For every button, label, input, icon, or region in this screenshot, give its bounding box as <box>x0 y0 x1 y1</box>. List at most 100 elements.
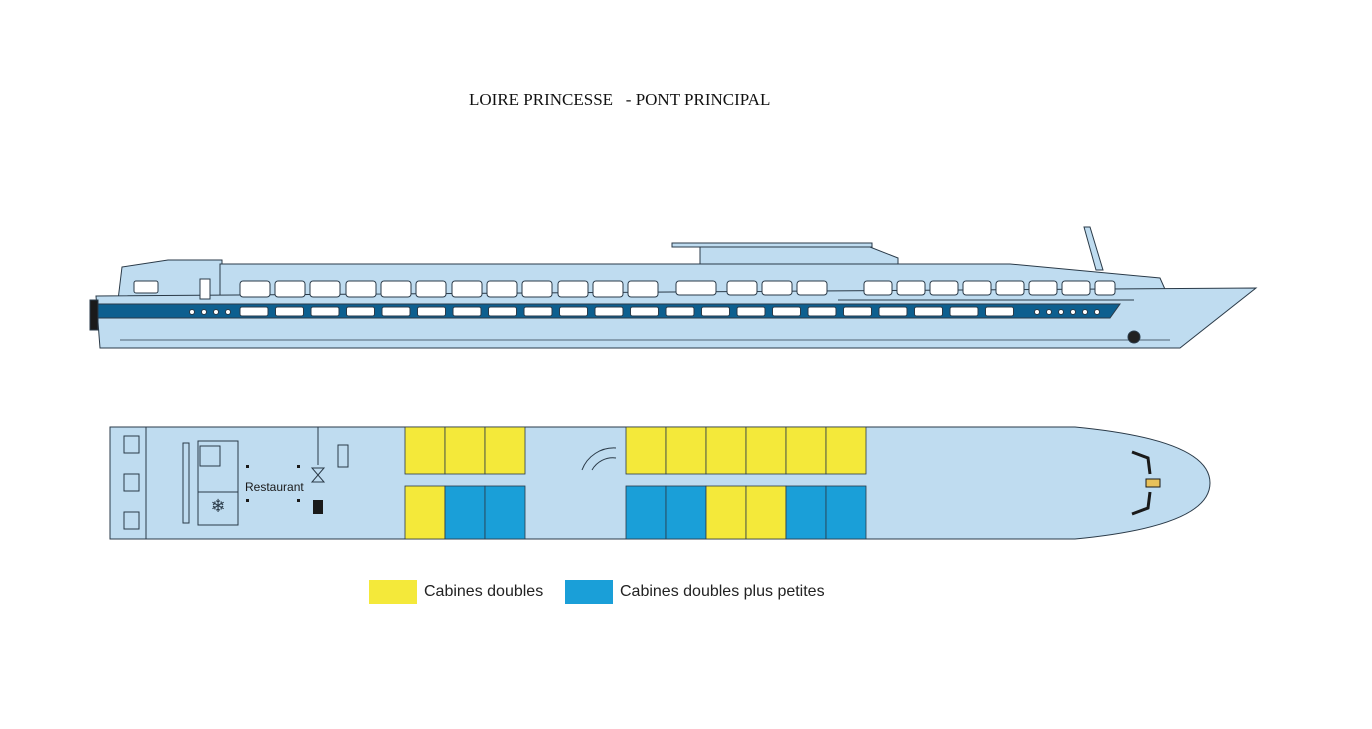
window <box>521 280 553 298</box>
aft-door <box>199 278 211 300</box>
cabin-small <box>825 485 867 540</box>
porthole <box>1070 309 1076 315</box>
window <box>239 280 271 298</box>
upper-window-row <box>239 280 1116 298</box>
porthole <box>488 306 517 317</box>
aft-window <box>133 280 159 294</box>
porthole <box>559 306 588 317</box>
anchor-icon <box>1127 330 1141 344</box>
legend-swatch-small <box>565 580 613 604</box>
porthole <box>310 306 340 317</box>
porthole <box>843 306 872 317</box>
cabin-double <box>665 426 707 475</box>
porthole <box>417 306 446 317</box>
porthole <box>381 306 411 317</box>
porthole <box>701 306 730 317</box>
porthole <box>275 306 304 317</box>
cabin-small <box>625 485 667 540</box>
porthole <box>807 306 837 317</box>
lower-window-row <box>189 306 1100 317</box>
window <box>274 280 306 298</box>
page-title: LOIRE PRINCESSE - PONT PRINCIPAL <box>469 90 771 109</box>
window <box>451 280 483 298</box>
grate-icon <box>199 445 221 467</box>
windlass-icon <box>1145 478 1161 488</box>
deck-plan: ❄ Restaurant <box>109 426 1211 540</box>
window <box>675 280 717 296</box>
legend-swatch-double <box>369 580 417 604</box>
porthole <box>630 306 659 317</box>
window <box>486 280 518 298</box>
stern-hatch-2 <box>123 473 140 492</box>
window <box>592 280 624 298</box>
window <box>345 280 377 298</box>
window <box>309 280 341 298</box>
window <box>726 280 758 296</box>
spiral-staircase-icon <box>581 447 617 471</box>
legend-label-small: Cabines doubles plus petites <box>620 583 825 600</box>
cabin-double <box>785 426 827 475</box>
restaurant-label: Restaurant <box>245 480 304 494</box>
snowflake-icon: ❄ <box>210 496 225 517</box>
porthole <box>213 309 219 315</box>
stern-hatch-3 <box>123 511 140 530</box>
porthole <box>452 306 482 317</box>
porthole <box>523 306 553 317</box>
window <box>380 280 412 298</box>
window <box>1094 280 1116 296</box>
window <box>929 280 959 296</box>
cabin-double <box>745 485 787 540</box>
legend-label-double: Cabines doubles <box>424 583 544 600</box>
porthole <box>772 306 801 317</box>
legend-item-small: Cabines doubles plus petites <box>565 580 825 604</box>
sun-deck-canopy <box>671 242 873 248</box>
stern-block <box>89 299 99 331</box>
porthole <box>1058 309 1064 315</box>
stairs-icon <box>310 467 326 483</box>
window <box>863 280 893 296</box>
porthole <box>665 306 695 317</box>
porthole <box>189 309 195 315</box>
cabin-double <box>404 426 446 475</box>
porthole <box>225 309 231 315</box>
cabin-small <box>785 485 827 540</box>
porthole <box>1094 309 1100 315</box>
porthole <box>239 306 269 317</box>
cabin-small <box>444 485 486 540</box>
grate-icon-2 <box>337 444 349 468</box>
window <box>557 280 589 298</box>
legend-item-double: Cabines doubles <box>369 580 543 604</box>
porthole <box>985 306 1014 317</box>
porthole <box>1082 309 1088 315</box>
cabin-double <box>825 426 867 475</box>
porthole <box>878 306 908 317</box>
porthole <box>1034 309 1040 315</box>
porthole <box>914 306 943 317</box>
ship-side-view <box>89 226 1258 349</box>
porthole <box>201 309 207 315</box>
porthole <box>346 306 375 317</box>
cabin-small <box>665 485 707 540</box>
window <box>796 280 828 296</box>
cabin-double <box>625 426 667 475</box>
cabin-double <box>404 485 446 540</box>
porthole <box>736 306 766 317</box>
window <box>995 280 1025 296</box>
cabin-double <box>745 426 787 475</box>
cabin-small <box>484 485 526 540</box>
window <box>415 280 447 298</box>
cabins <box>404 426 867 540</box>
cabin-double <box>444 426 486 475</box>
cabin-double <box>705 485 747 540</box>
window <box>896 280 926 296</box>
bow-winch-icon <box>1131 450 1152 516</box>
mast <box>1083 226 1104 271</box>
window <box>627 280 659 298</box>
deck-outline <box>109 426 1211 540</box>
window <box>962 280 992 296</box>
window <box>761 280 793 296</box>
cabin-double <box>705 426 747 475</box>
porthole <box>594 306 624 317</box>
porthole <box>1046 309 1052 315</box>
